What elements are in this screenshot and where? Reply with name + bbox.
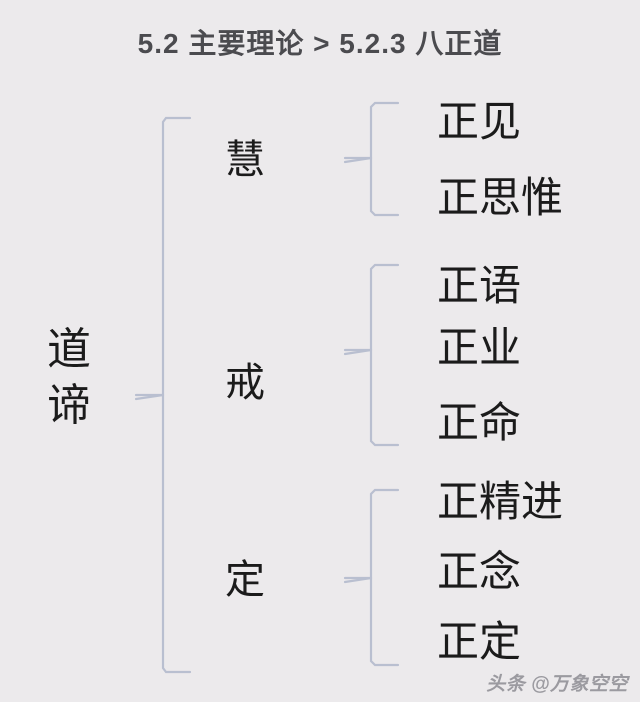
tree-leaf-zhengyu: 正语 [437,262,522,309]
watermark: 头条 @万象空空 [486,674,628,695]
tree-node-root-char-2: 谛 [47,381,91,431]
connector-group-ding-bracket [343,488,400,667]
tree-node-root: 道 谛 [26,322,112,435]
tree-leaf-zhengnian: 正念 [437,548,522,595]
tree-leaf-zhengjian: 正见 [437,98,522,145]
tree-leaf-zhengsiwei: 正思惟 [437,174,564,221]
tree-node-group-hui: 慧 [225,138,265,182]
connector-group-hui-bracket [343,101,400,217]
connector-group-jie-bracket [343,263,400,447]
tree-node-group-jie: 戒 [225,361,265,405]
connector-root-bracket [134,116,192,674]
tree-node-root-char-1: 道 [47,325,91,374]
tree-leaf-zhengming: 正命 [437,399,522,446]
tree-leaf-zhengye: 正业 [437,324,522,371]
page-title-breadcrumb: 5.2 主要理论 > 5.2.3 八正道 [137,28,503,59]
tree-node-group-ding: 定 [225,558,265,602]
tree-leaf-zhengding: 正定 [437,618,522,665]
tree-leaf-zhengjingjin: 正精进 [437,478,564,525]
